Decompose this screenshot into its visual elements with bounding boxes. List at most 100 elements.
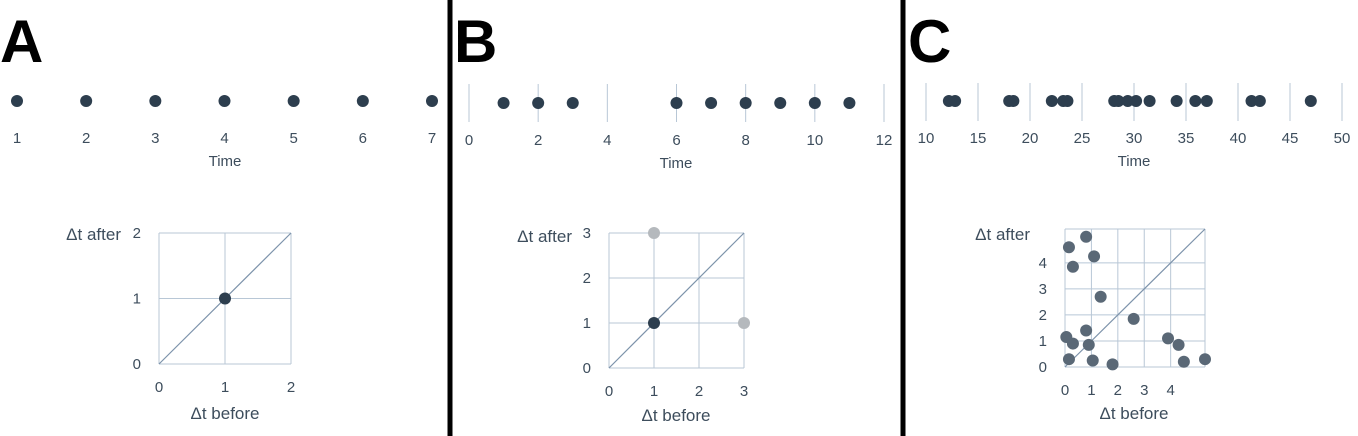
scatter-2-ytick-label: 0 — [1039, 359, 1047, 376]
timeline-0-event-dot — [80, 95, 93, 107]
timeline-1-tick-label: 12 — [876, 132, 893, 149]
scatter-2-xtick-label: 3 — [1140, 382, 1148, 399]
timeline-1-event-dot — [670, 97, 683, 109]
scatter-2-point — [1127, 312, 1140, 325]
timeline-1-event-dot — [774, 97, 787, 109]
scatter-0-ytick-label: 1 — [133, 291, 141, 308]
timeline-0-tick-label: 4 — [220, 130, 228, 147]
timeline-1-event-dot — [739, 97, 752, 109]
timeline-1-event-dot — [566, 97, 579, 109]
scatter-0-ytick-label: 2 — [133, 225, 141, 242]
scatter-1-ytick-label: 1 — [583, 315, 591, 332]
scatter-2-point — [1106, 358, 1119, 371]
scatter-2-ytick-label: 3 — [1039, 281, 1047, 298]
timeline-0-event-dot — [149, 95, 162, 107]
timeline-1-tick-label: 4 — [603, 132, 611, 149]
scatter-0-point — [219, 292, 231, 305]
scatter-2-point — [1094, 290, 1107, 303]
panel-letter-a: A — [0, 8, 43, 75]
timeline-1-tick-label: 2 — [534, 132, 542, 149]
scatter-2-point — [1062, 241, 1075, 254]
scatter-2-xtick-label: 0 — [1061, 382, 1069, 399]
scatter-2-ytick-label: 2 — [1039, 307, 1047, 324]
timeline-1-event-dot — [843, 97, 856, 109]
timeline-0-tick-label: 3 — [151, 130, 159, 147]
timeline-2-tick-label: 35 — [1178, 130, 1195, 147]
timeline-2-event-dot — [1130, 95, 1143, 107]
scatter-b-xlabel: Δt before — [641, 406, 710, 425]
timeline-2-event-dot — [1304, 95, 1317, 107]
timeline-1-event-dot — [532, 97, 545, 109]
scatter-1-ytick-label: 0 — [583, 360, 591, 377]
scatter-0-ytick-label: 0 — [133, 356, 141, 373]
timeline-2-event-dot — [1045, 95, 1058, 107]
panel-letter-c: C — [908, 8, 951, 75]
scatter-2-point — [1066, 260, 1079, 273]
timeline-2-event-dot — [1061, 95, 1074, 107]
scatter-0-xtick-label: 0 — [155, 379, 163, 396]
timeline-2-event-dot — [1121, 95, 1134, 107]
scatter-1-identity-line — [608, 232, 745, 369]
timeline-0-event-dot — [218, 95, 231, 107]
scatter-2-xtick-label: 2 — [1114, 382, 1122, 399]
scatter-2-point — [1088, 250, 1101, 263]
scatter-0-xtick-label: 1 — [221, 379, 229, 396]
timeline-2-tick-label: 25 — [1074, 130, 1091, 147]
scatter-1-ytick-label: 3 — [583, 225, 591, 242]
scatter-1-xtick-label: 2 — [695, 383, 703, 400]
scatter-2-point — [1177, 355, 1190, 368]
timeline-2-tick-label: 40 — [1230, 130, 1247, 147]
timeline-0-tick-label: 1 — [13, 130, 21, 147]
timeline-b-xlabel: Time — [660, 155, 693, 172]
timeline-2-tick-label: 50 — [1334, 130, 1351, 147]
timeline-1-event-dot — [705, 97, 718, 109]
scatter-2-ytick-label: 1 — [1039, 333, 1047, 350]
timeline-1-tick-label: 10 — [806, 132, 823, 149]
scatter-1-point — [648, 227, 660, 239]
scatter-1-point — [648, 317, 660, 329]
timeline-2-tick-label: 10 — [918, 130, 935, 147]
scatter-c-xlabel: Δt before — [1099, 404, 1168, 423]
scatter-2-xtick-label: 4 — [1166, 382, 1174, 399]
timeline-1-tick-label: 6 — [672, 132, 680, 149]
scatter-c-ylabel: Δt after — [975, 225, 1030, 244]
scatter-a-ylabel: Δt after — [66, 225, 121, 244]
scatter-1-xtick-label: 0 — [605, 383, 613, 400]
scatter-1-point — [738, 317, 750, 329]
timeline-2-event-dot — [1245, 95, 1258, 107]
timeline-2-event-dot — [1143, 95, 1156, 107]
scatter-2-point — [1172, 338, 1185, 351]
timeline-2-event-dot — [1253, 95, 1266, 107]
scatter-a-xlabel: Δt before — [190, 404, 259, 423]
timeline-2-tick-label: 30 — [1126, 130, 1143, 147]
timeline-2-event-dot — [1170, 95, 1183, 107]
timeline-0-tick-label: 5 — [289, 130, 297, 147]
timeline-2-tick-label: 45 — [1282, 130, 1299, 147]
timeline-0-event-dot — [426, 95, 438, 107]
timeline-2-tick-label: 15 — [970, 130, 987, 147]
timeline-1-tick-label: 0 — [465, 132, 473, 149]
scatter-2-point — [1080, 324, 1093, 337]
timeline-0-event-dot — [11, 95, 23, 107]
timeline-2-event-dot — [1112, 95, 1125, 107]
timeline-1-event-dot — [497, 97, 510, 109]
scatter-2-point — [1062, 353, 1075, 366]
timeline-1-tick-label: 8 — [741, 132, 749, 149]
scatter-1-xtick-label: 1 — [650, 383, 658, 400]
scatter-1-xtick-label: 3 — [740, 383, 748, 400]
timeline-2-event-dot — [1189, 95, 1202, 107]
scatter-0-xtick-label: 2 — [287, 379, 295, 396]
panel-letter-b: B — [454, 8, 497, 75]
timeline-0-tick-label: 7 — [428, 130, 436, 147]
timeline-0-tick-label: 6 — [359, 130, 367, 147]
timeline-2-event-dot — [1200, 95, 1213, 107]
scatter-2-point — [1082, 338, 1095, 351]
timeline-0-event-dot — [356, 95, 369, 107]
timeline-c-xlabel: Time — [1118, 153, 1151, 170]
scatter-b-ylabel: Δt after — [517, 227, 572, 246]
timeline-0-event-dot — [287, 95, 300, 107]
scatter-2-point — [1066, 337, 1079, 350]
scatter-2-xtick-label: 1 — [1087, 382, 1095, 399]
scatter-2-ytick-label: 4 — [1039, 255, 1047, 272]
